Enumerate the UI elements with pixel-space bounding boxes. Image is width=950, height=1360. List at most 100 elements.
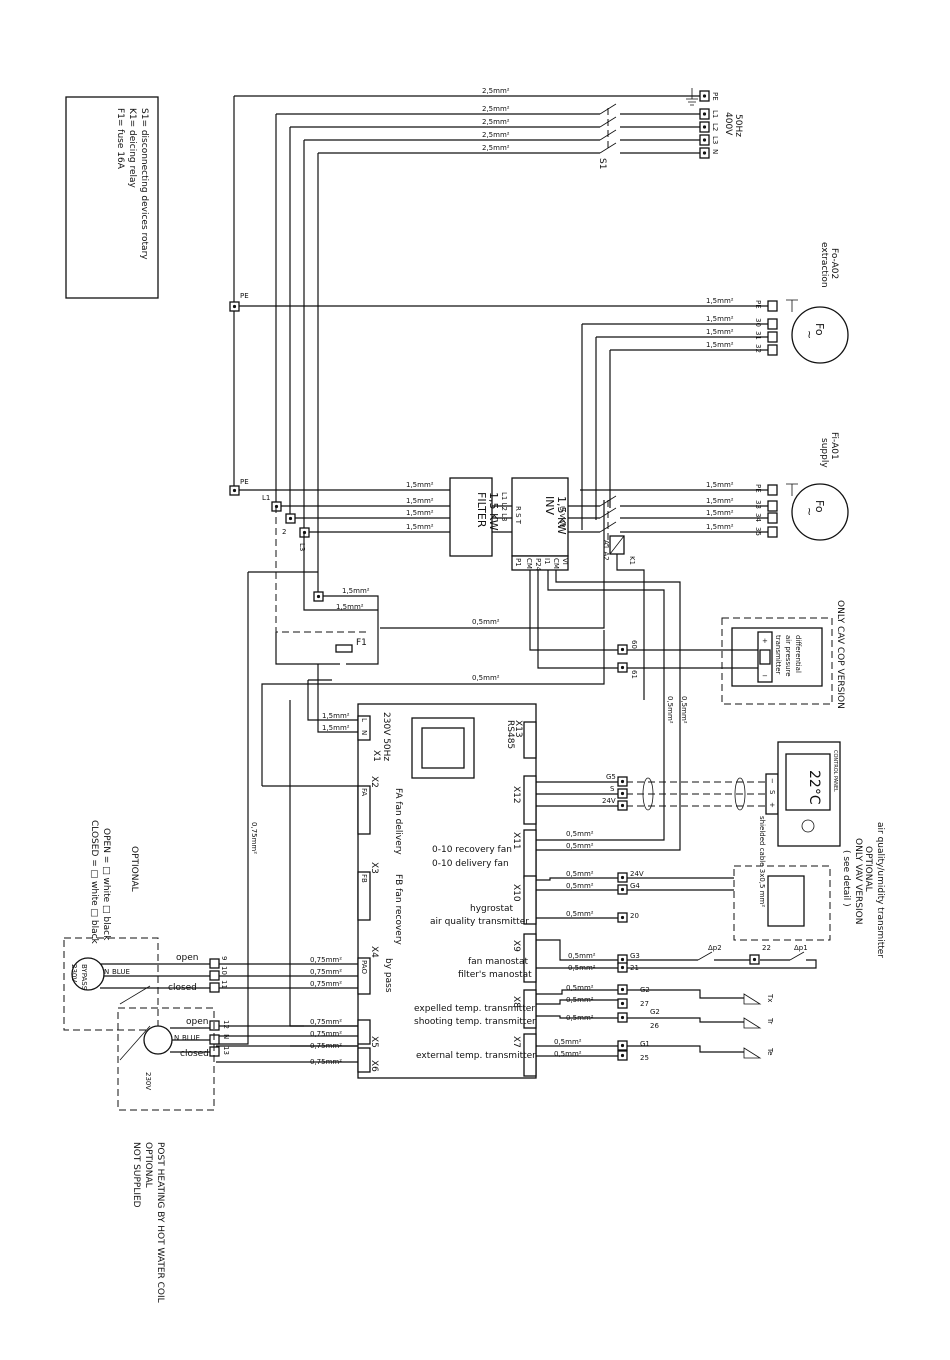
svg-text:0,5mm²: 0,5mm² (568, 964, 596, 972)
svg-text:230V 50Hz: 230V 50Hz (381, 712, 391, 761)
svg-text:230V: 230V (70, 964, 78, 982)
svg-text:1,5 KW: 1,5 KW (555, 496, 568, 535)
svg-text:X7: X7 (511, 1036, 521, 1048)
svg-text:0,5mm²: 0,5mm² (680, 696, 688, 724)
svg-text:X9: X9 (511, 940, 521, 952)
svg-text:0,5mm²: 0,5mm² (566, 870, 594, 878)
panel-temperature: 22°C (806, 770, 822, 805)
legend-f1: F1= fuse 16A (115, 108, 125, 170)
svg-text:X4: X4 (369, 946, 379, 958)
label-delivery-fan: 0-10 delivery fan (432, 859, 509, 869)
svg-text:OPTIONAL: OPTIONAL (863, 846, 873, 892)
svg-text:PE: PE (754, 484, 762, 493)
svg-text:11: 11 (220, 980, 228, 989)
svg-text:0,75mm²: 0,75mm² (310, 980, 342, 988)
svg-text:1,5mm²: 1,5mm² (342, 587, 370, 595)
svg-text:0,5mm²: 0,5mm² (566, 882, 594, 890)
svg-text:0,5mm²: 0,5mm² (566, 842, 594, 850)
svg-text:25: 25 (640, 1054, 649, 1062)
svg-text:1,5mm²: 1,5mm² (706, 481, 734, 489)
label-external: external temp. transmitter (416, 1051, 536, 1061)
svg-text:CONTROL PANEL: CONTROL PANEL (832, 750, 838, 792)
svg-text:27: 27 (640, 1000, 649, 1008)
svg-text:31: 31 (754, 331, 762, 340)
svg-text:2,5mm²: 2,5mm² (482, 144, 510, 152)
svg-text:0,5mm²: 0,5mm² (554, 1038, 582, 1046)
label-air-quality: air quality transmitter (430, 917, 529, 927)
svg-text:N: N (222, 1034, 230, 1039)
svg-text:CLOSED = □ white □ black: CLOSED = □ white □ black (89, 820, 99, 945)
svg-text:Tr: Tr (766, 1017, 774, 1024)
svg-text:Fo: Fo (813, 500, 826, 513)
svg-text:P1: P1 (514, 558, 522, 567)
svg-text:G2: G2 (650, 1008, 660, 1016)
svg-text:0,5mm²: 0,5mm² (566, 1014, 594, 1022)
svg-text:24V: 24V (630, 870, 644, 878)
fan-supply-role: supply (819, 438, 829, 468)
svg-text:0,75mm²: 0,75mm² (310, 956, 342, 964)
svg-text:G3: G3 (630, 952, 640, 960)
svg-text:X11: X11 (511, 832, 521, 850)
svg-text:differential: differential (794, 635, 802, 673)
vav-section: air quality/umidity transmitter OPTIONAL… (733, 822, 885, 958)
svg-text:0,75mm²: 0,75mm² (310, 1018, 342, 1026)
fan-extraction-role: extraction (819, 242, 829, 288)
svg-text:1,5mm²: 1,5mm² (322, 724, 350, 732)
svg-text:I1: I1 (543, 558, 551, 565)
svg-text:1,5mm²: 1,5mm² (336, 603, 364, 611)
fan-extraction: 1,5mm² 1,5mm² 1,5mm² 1,5mm² PE 30 31 32 … (239, 242, 849, 530)
svg-text:2,5mm²: 2,5mm² (482, 131, 510, 139)
svg-text:X2: X2 (369, 776, 379, 788)
svg-text:by pass: by pass (383, 958, 393, 993)
svg-text:10: 10 (220, 966, 228, 975)
svg-text:0,75mm²: 0,75mm² (310, 1030, 342, 1038)
svg-text:PE: PE (754, 300, 762, 309)
svg-text:N: N (174, 1034, 179, 1042)
svg-text:1,5mm²: 1,5mm² (706, 328, 734, 336)
svg-text:1,5 KW: 1,5 KW (487, 492, 500, 531)
mains-supply: S1 2,5mm² 2,5mm² 2,5mm² 2,5mm² 2,5mm² PE… (234, 87, 743, 169)
svg-text:BLUE: BLUE (112, 968, 130, 976)
svg-text:P24: P24 (534, 558, 542, 572)
label-shooting: shooting temp. transmitter (414, 1017, 536, 1027)
hot-water-coil: open closed BLUE N 230V (117, 1007, 215, 1111)
svg-text:35: 35 (754, 527, 762, 536)
svg-text:PE: PE (240, 292, 249, 300)
svg-text:closed: closed (168, 983, 197, 993)
svg-text:0,75mm²: 0,75mm² (310, 1042, 342, 1050)
svg-text:0,5mm²: 0,5mm² (566, 830, 594, 838)
svg-text:−: − (768, 778, 776, 784)
svg-text:X12: X12 (511, 786, 521, 804)
svg-text:PE: PE (240, 478, 249, 486)
label-filter-manostat: filter's manostat (458, 970, 532, 980)
svg-text:Δp1: Δp1 (794, 944, 808, 952)
svg-text:transmitter: transmitter (774, 635, 782, 675)
fan-supply-name: Fi-A01 (829, 432, 839, 460)
svg-text:32: 32 (754, 344, 762, 353)
svg-text:0,5mm²: 0,5mm² (566, 984, 594, 992)
svg-text:20: 20 (630, 912, 639, 920)
svg-text:( see detail ): ( see detail ) (841, 850, 851, 907)
svg-text:FILTER: FILTER (475, 492, 488, 528)
svg-text:G5: G5 (606, 773, 616, 781)
svg-text:2,5mm²: 2,5mm² (482, 87, 510, 95)
svg-text:L2: L2 (711, 123, 719, 131)
svg-text:air quality/umidity transmitte: air quality/umidity transmitter (875, 822, 885, 958)
svg-text:33: 33 (754, 500, 762, 509)
switch-s1-label: S1 (597, 158, 607, 169)
svg-text:closed: closed (180, 1049, 209, 1059)
svg-text:1,5mm²: 1,5mm² (706, 341, 734, 349)
svg-text:+: + (762, 637, 768, 645)
svg-text:26: 26 (650, 1022, 659, 1030)
svg-text:0,75mm²: 0,75mm² (310, 1058, 342, 1066)
svg-text:OPTIONAL: OPTIONAL (143, 1142, 153, 1188)
supply-voltage: 400V (723, 112, 733, 136)
svg-text:PAO: PAO (360, 960, 368, 974)
svg-text:CM: CM (552, 558, 560, 569)
svg-text:Δp2: Δp2 (708, 944, 722, 952)
cav-section: ONLY CAV COP VERSION differential air pr… (617, 600, 845, 709)
fan-supply: 1,5mm² 1,5mm² 1,5mm² 1,5mm² PE 33 34 35 … (239, 432, 849, 546)
svg-text:L1: L1 (262, 494, 270, 502)
label-hygrostat: hygrostat (470, 904, 513, 914)
